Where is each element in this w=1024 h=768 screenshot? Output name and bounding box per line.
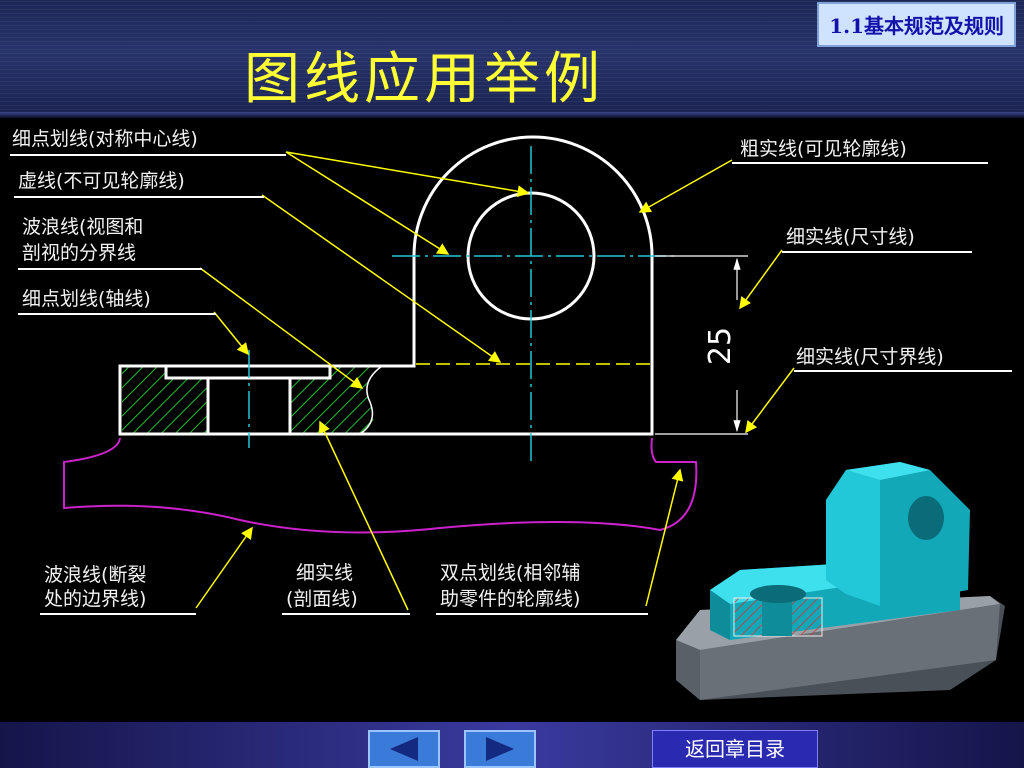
isometric-model xyxy=(676,462,1005,700)
label-underline xyxy=(794,370,1012,372)
label-axis-line: 细点划线(轴线) xyxy=(22,288,151,310)
hatch-area-right xyxy=(290,366,382,434)
label-underline xyxy=(436,613,648,615)
section-tag: 1.1基本规范及规则 xyxy=(817,2,1016,47)
label-hatch-line-2: (剖面线) xyxy=(286,588,358,610)
label-phantom-line-2: 助零件的轮廓线) xyxy=(440,588,581,610)
label-break-line-1: 波浪线(断裂 xyxy=(44,564,147,586)
triangle-left-icon xyxy=(390,737,418,761)
prev-slide-button[interactable] xyxy=(368,730,440,768)
label-thick-line: 粗实线(可见轮廓线) xyxy=(740,138,907,160)
label-underline xyxy=(14,196,264,198)
center-lines xyxy=(248,146,676,462)
leader-lines xyxy=(195,151,795,611)
hatch-area-left xyxy=(122,366,208,434)
label-underline xyxy=(40,613,196,615)
label-phantom-line-1: 双点划线(相邻辅 xyxy=(440,562,581,584)
label-underline xyxy=(18,268,202,270)
label-underline xyxy=(10,154,286,156)
label-underline xyxy=(282,613,410,615)
label-wavy-line-1: 波浪线(视图和 xyxy=(22,216,144,238)
triangle-right-icon xyxy=(486,737,514,761)
label-hidden-line: 虚线(不可见轮廓线) xyxy=(18,170,185,192)
label-dim-line: 细实线(尺寸线) xyxy=(786,226,915,248)
label-ext-line: 细实线(尺寸界线) xyxy=(796,346,944,368)
dimension-25 xyxy=(655,255,748,435)
label-wavy-line-2: 剖视的分界线 xyxy=(22,242,137,264)
next-slide-button[interactable] xyxy=(464,730,536,768)
dimension-value: 25 xyxy=(703,327,738,365)
back-to-chapter-button[interactable]: 返回章目录 xyxy=(652,730,818,768)
label-center-line: 细点划线(对称中心线) xyxy=(12,128,198,150)
label-underline xyxy=(732,162,988,164)
label-underline xyxy=(18,313,216,315)
label-underline xyxy=(782,251,972,253)
label-hatch-line-1: 细实线 xyxy=(296,562,354,584)
phantom-adjacent-part xyxy=(63,437,698,534)
slide-title: 图线应用举例 xyxy=(244,47,604,112)
wavy-boundary-line xyxy=(359,365,383,435)
label-break-line-2: 处的边界线) xyxy=(44,588,147,610)
